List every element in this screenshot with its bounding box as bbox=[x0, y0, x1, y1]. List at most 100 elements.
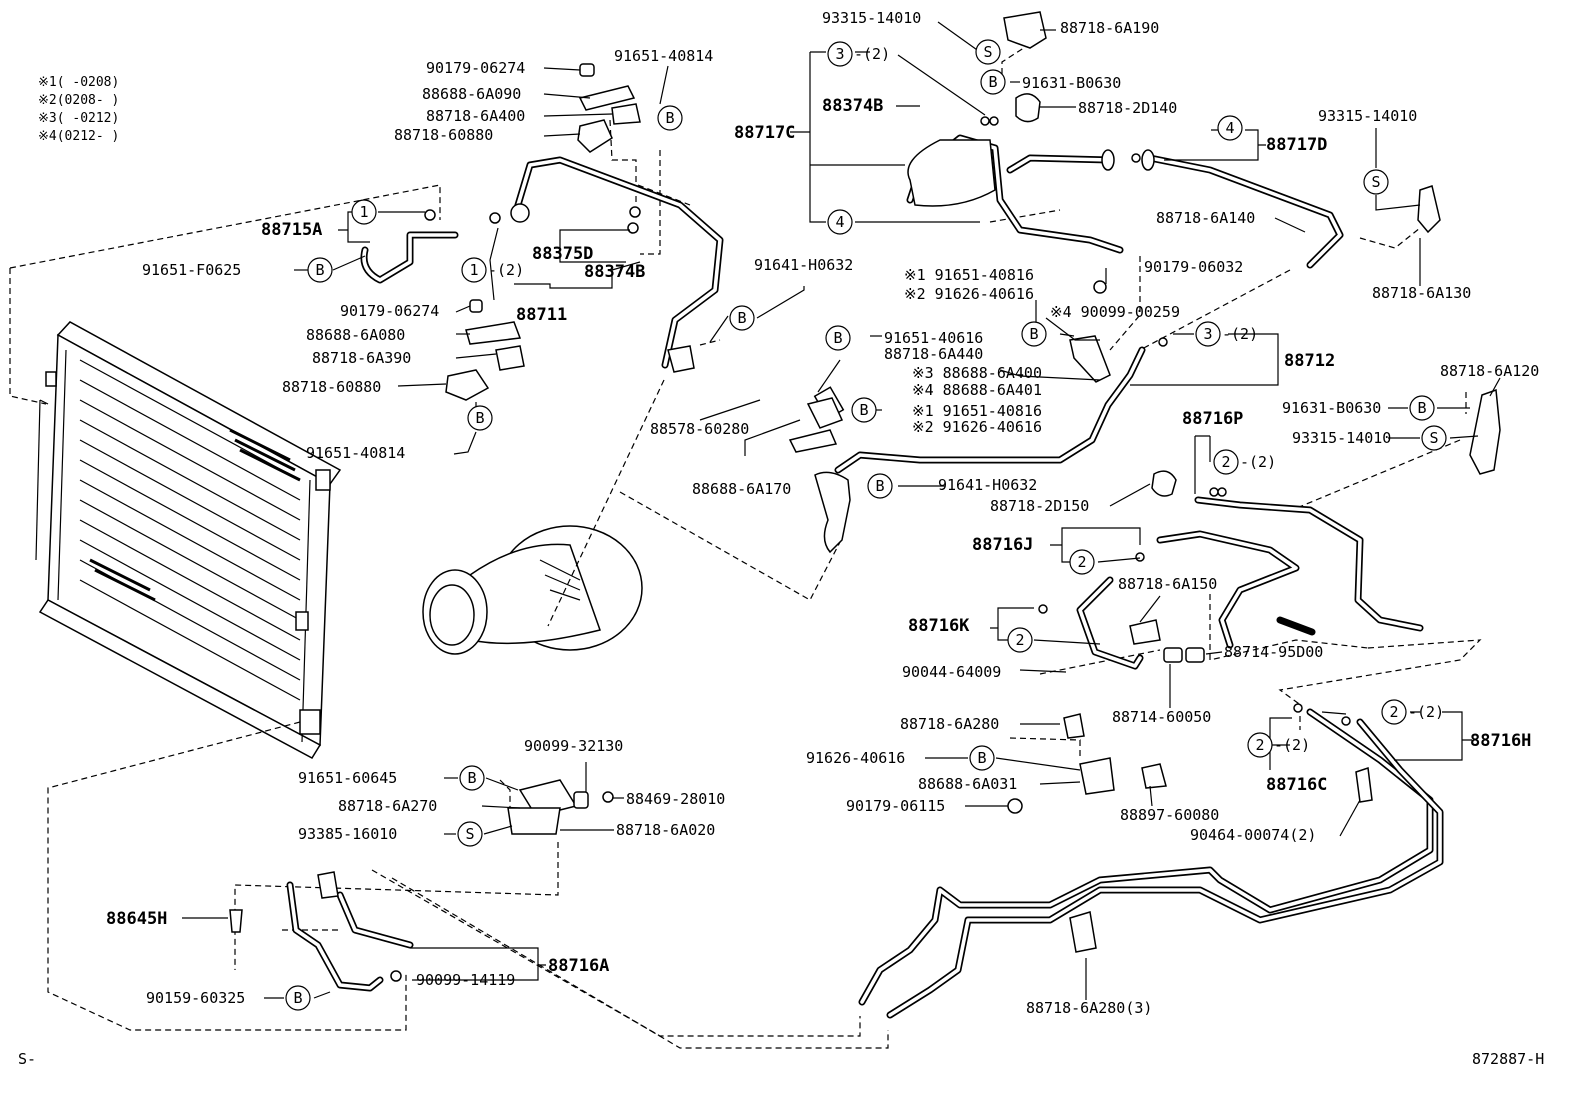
label-90179-06274-a[interactable]: 90179-06274 bbox=[426, 59, 525, 77]
label-93315-14010-b[interactable]: 93315-14010 bbox=[1318, 107, 1417, 125]
label-88718-6a120[interactable]: 88718-6A120 bbox=[1440, 362, 1539, 380]
label-91626-40616[interactable]: 91626-40616 bbox=[806, 749, 905, 767]
label-93385-16010[interactable]: 93385-16010 bbox=[298, 825, 397, 843]
label-88718-6a270[interactable]: 88718-6A270 bbox=[338, 797, 437, 815]
label-s4-88688-6a401[interactable]: ※4 88688-6A401 bbox=[912, 381, 1042, 399]
symbol-2: 2 bbox=[1381, 699, 1407, 725]
label-88718-60880-b[interactable]: 88718-60880 bbox=[282, 378, 381, 396]
label-91631-b0630-a[interactable]: 91631-B0630 bbox=[1022, 74, 1121, 92]
label-88718-6a190[interactable]: 88718-6A190 bbox=[1060, 19, 1159, 37]
label-91651-60645[interactable]: 91651-60645 bbox=[298, 769, 397, 787]
label-88718-2d150[interactable]: 88718-2D150 bbox=[990, 497, 1089, 515]
label-88688-6a170[interactable]: 88688-6A170 bbox=[692, 480, 791, 498]
leader-lines bbox=[182, 21, 1501, 1000]
label-88712[interactable]: 88712 bbox=[1284, 351, 1335, 371]
svg-text:2: 2 bbox=[1389, 703, 1398, 721]
label-91651-40616[interactable]: 91651-40616 bbox=[884, 329, 983, 347]
label-88375d[interactable]: 88375D bbox=[532, 244, 593, 264]
label-91651-40814-b[interactable]: 91651-40814 bbox=[306, 444, 405, 462]
qty-2: -(2) bbox=[1274, 736, 1310, 754]
label-88718-60880-a[interactable]: 88718-60880 bbox=[394, 126, 493, 144]
label-88374b-b[interactable]: 88374B bbox=[822, 96, 883, 116]
svg-text:S: S bbox=[1429, 429, 1438, 447]
label-88718-6a020[interactable]: 88718-6A020 bbox=[616, 821, 715, 839]
label-88716p[interactable]: 88716P bbox=[1182, 409, 1243, 429]
svg-text:B: B bbox=[315, 261, 324, 279]
label-91651-40814-a[interactable]: 91651-40814 bbox=[614, 47, 713, 65]
label-88716h[interactable]: 88716H bbox=[1470, 731, 1531, 751]
label-91631-b0630-b[interactable]: 91631-B0630 bbox=[1282, 399, 1381, 417]
label-88716c[interactable]: 88716C bbox=[1266, 775, 1327, 795]
label-s4-90099-00259[interactable]: ※4 90099-00259 bbox=[1050, 303, 1180, 321]
label-s1-91651-40816-b[interactable]: ※1 91651-40816 bbox=[912, 402, 1042, 420]
qty-2: -(2) bbox=[1240, 453, 1276, 471]
label-s3-88688-6a400[interactable]: ※3 88688-6A400 bbox=[912, 364, 1042, 382]
svg-text:B: B bbox=[293, 989, 302, 1007]
label-91651-f0625[interactable]: 91651-F0625 bbox=[142, 261, 241, 279]
compressor-drawing bbox=[422, 525, 643, 655]
label-88716k[interactable]: 88716K bbox=[908, 616, 970, 636]
label-88718-6a130[interactable]: 88718-6A130 bbox=[1372, 284, 1471, 302]
symbol-b: B bbox=[867, 473, 893, 499]
symbol-b: B bbox=[467, 405, 493, 431]
label-88374b-a[interactable]: 88374B bbox=[584, 262, 645, 282]
refrigerant-pipes bbox=[286, 134, 1444, 1019]
label-88645h[interactable]: 88645H bbox=[106, 909, 167, 929]
label-88688-6a080[interactable]: 88688-6A080 bbox=[306, 326, 405, 344]
symbol-b: B bbox=[307, 257, 333, 283]
qty-2: -(2) bbox=[488, 261, 524, 279]
label-88718-6a150[interactable]: 88718-6A150 bbox=[1118, 575, 1217, 593]
symbol-b: B bbox=[825, 325, 851, 351]
label-88717d[interactable]: 88717D bbox=[1266, 135, 1327, 155]
footer-left: S- bbox=[18, 1050, 36, 1068]
condenser-fins bbox=[79, 359, 301, 701]
symbol-1: 1 bbox=[351, 199, 377, 225]
symbol-3: 3 bbox=[827, 41, 853, 67]
label-90099-14119[interactable]: 90099-14119 bbox=[416, 971, 515, 989]
label-93315-14010-a[interactable]: 93315-14010 bbox=[822, 9, 921, 27]
label-88469-28010[interactable]: 88469-28010 bbox=[626, 790, 725, 808]
label-88578-60280[interactable]: 88578-60280 bbox=[650, 420, 749, 438]
label-88717c[interactable]: 88717C bbox=[734, 123, 795, 143]
svg-text:B: B bbox=[1029, 325, 1038, 343]
footer-figure-id: 872887-H bbox=[1472, 1050, 1544, 1068]
svg-text:B: B bbox=[988, 73, 997, 91]
label-91641-h0632-b[interactable]: 91641-H0632 bbox=[938, 476, 1037, 494]
label-88897-60080[interactable]: 88897-60080 bbox=[1120, 806, 1219, 824]
label-s2-91626-40616-b[interactable]: ※2 91626-40616 bbox=[912, 418, 1042, 436]
label-88688-6a090[interactable]: 88688-6A090 bbox=[422, 85, 521, 103]
label-88714-95d00[interactable]: 88714-95D00 bbox=[1224, 643, 1323, 661]
label-88718-2d140[interactable]: 88718-2D140 bbox=[1078, 99, 1177, 117]
symbol-s: S bbox=[975, 39, 1001, 65]
label-88716a[interactable]: 88716A bbox=[548, 956, 609, 976]
label-90179-06274-b[interactable]: 90179-06274 bbox=[340, 302, 439, 320]
label-88718-6a280[interactable]: 88718-6A280 bbox=[900, 715, 999, 733]
label-s1-91651-40816-a[interactable]: ※1 91651-40816 bbox=[904, 266, 1034, 284]
symbol-b: B bbox=[1021, 321, 1047, 347]
label-90464-00074[interactable]: 90464-00074(2) bbox=[1190, 826, 1316, 844]
label-90159-60325[interactable]: 90159-60325 bbox=[146, 989, 245, 1007]
label-88718-6a140[interactable]: 88718-6A140 bbox=[1156, 209, 1255, 227]
symbol-s: S bbox=[1363, 169, 1389, 195]
svg-text:B: B bbox=[875, 477, 884, 495]
label-90179-06032[interactable]: 90179-06032 bbox=[1144, 258, 1243, 276]
label-88714-60050[interactable]: 88714-60050 bbox=[1112, 708, 1211, 726]
label-88718-6a280-x3[interactable]: 88718-6A280(3) bbox=[1026, 999, 1152, 1017]
label-s2-91626-40616-a[interactable]: ※2 91626-40616 bbox=[904, 285, 1034, 303]
label-88711[interactable]: 88711 bbox=[516, 305, 567, 325]
label-90044-64009[interactable]: 90044-64009 bbox=[902, 663, 1001, 681]
label-88716j[interactable]: 88716J bbox=[972, 535, 1033, 555]
label-88718-6a440[interactable]: 88718-6A440 bbox=[884, 345, 983, 363]
label-88718-6a390[interactable]: 88718-6A390 bbox=[312, 349, 411, 367]
label-88688-6a031[interactable]: 88688-6A031 bbox=[918, 775, 1017, 793]
svg-text:B: B bbox=[737, 309, 746, 327]
label-88718-6a400[interactable]: 88718-6A400 bbox=[426, 107, 525, 125]
component-shapes bbox=[229, 11, 1501, 982]
label-88715a[interactable]: 88715A bbox=[261, 220, 322, 240]
label-91641-h0632-a[interactable]: 91641-H0632 bbox=[754, 256, 853, 274]
label-93315-14010-c[interactable]: 93315-14010 bbox=[1292, 429, 1391, 447]
label-90179-06115[interactable]: 90179-06115 bbox=[846, 797, 945, 815]
symbol-b: B bbox=[459, 765, 485, 791]
symbol-b: B bbox=[657, 105, 683, 131]
label-90099-32130[interactable]: 90099-32130 bbox=[524, 737, 623, 755]
